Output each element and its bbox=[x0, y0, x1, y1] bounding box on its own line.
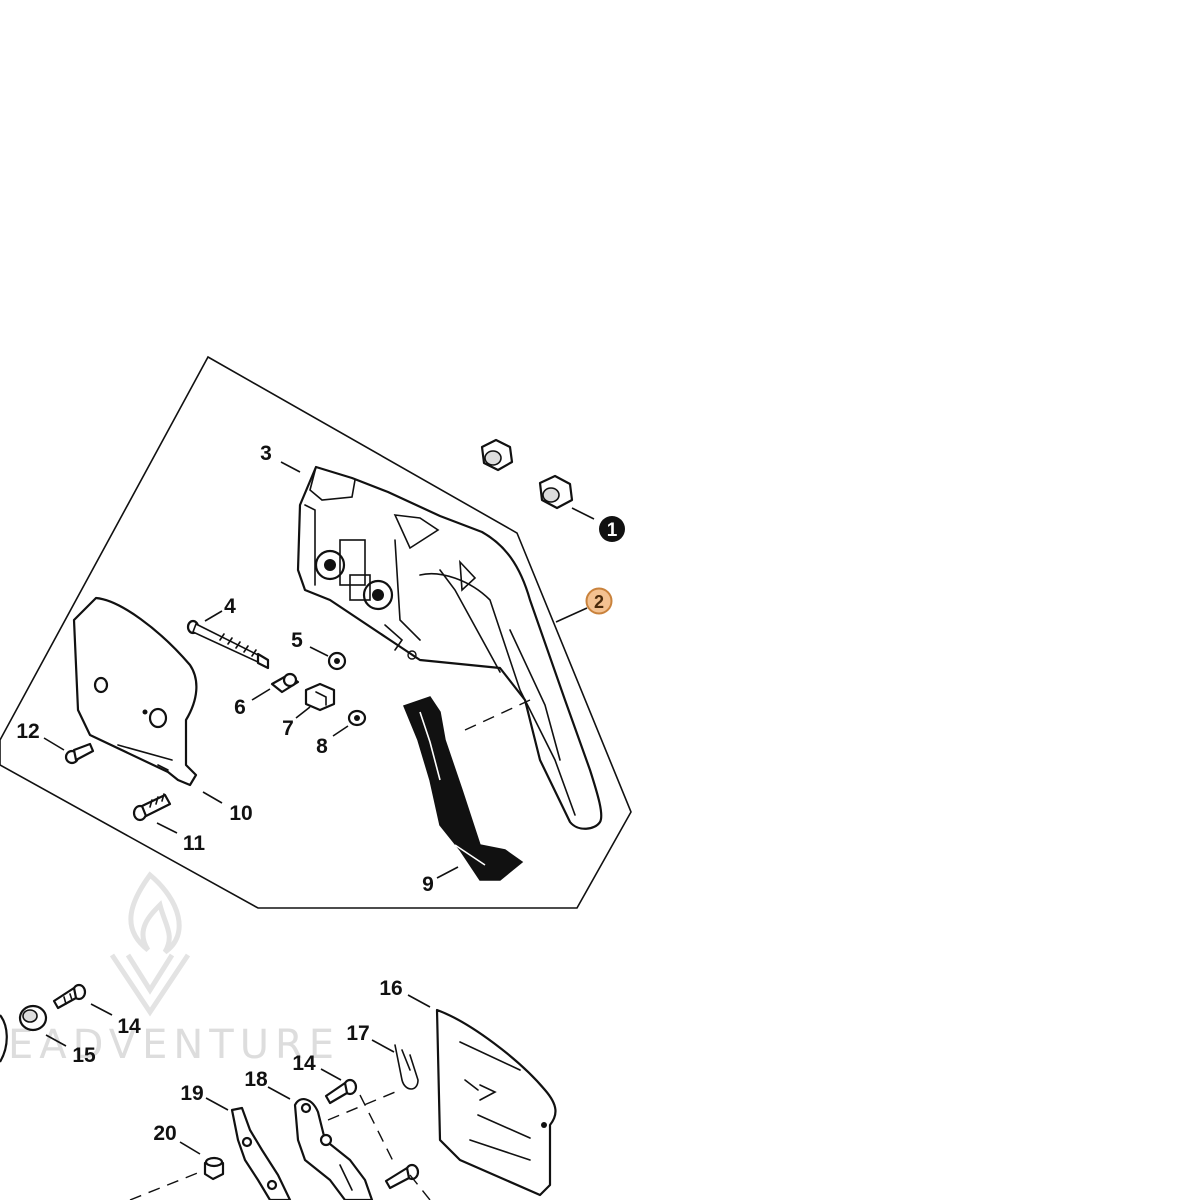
callout-part-3[interactable]: 3 bbox=[260, 442, 272, 465]
callout-part-1-label: 1 bbox=[607, 520, 618, 541]
leader-part-3 bbox=[280, 461, 301, 473]
assembly-outline bbox=[0, 355, 632, 909]
callout-part-2[interactable] bbox=[585, 587, 613, 615]
leader-part-2 bbox=[555, 607, 588, 623]
screw-part-11 bbox=[132, 793, 172, 822]
leader-part-5 bbox=[309, 646, 329, 657]
lever-part-19 bbox=[230, 1106, 292, 1200]
leader-part-6 bbox=[251, 688, 271, 701]
callout-part-12[interactable]: 12 bbox=[16, 720, 39, 743]
callout-part-14-middle[interactable]: 14 bbox=[292, 1052, 316, 1075]
cover-plate-part-10 bbox=[72, 596, 198, 787]
leader-part-10 bbox=[202, 791, 223, 804]
screw-part-12 bbox=[64, 742, 95, 765]
callout-part-18[interactable]: 18 bbox=[244, 1068, 268, 1091]
callout-part-19[interactable]: 19 bbox=[180, 1082, 203, 1105]
tensioning-screw-part-4 bbox=[186, 619, 270, 670]
bushing-part-20 bbox=[203, 1156, 225, 1181]
callout-part-20[interactable]: 20 bbox=[153, 1122, 176, 1145]
watermark-logo bbox=[109, 871, 191, 1017]
leader-part-19 bbox=[205, 1097, 229, 1111]
washer-part-8 bbox=[347, 709, 367, 727]
leader-part-20 bbox=[179, 1141, 201, 1155]
chain-catcher-part-9 bbox=[403, 696, 524, 881]
callout-part-1[interactable] bbox=[599, 516, 625, 542]
leader-part-12 bbox=[43, 737, 65, 751]
dashed-line-lower-3 bbox=[409, 1174, 431, 1200]
leader-part-7 bbox=[295, 706, 311, 719]
screw-part-14-middle bbox=[324, 1078, 358, 1105]
thrust-nut-part-5 bbox=[327, 651, 347, 671]
callout-part-5[interactable]: 5 bbox=[291, 629, 303, 652]
callout-part-17[interactable]: 17 bbox=[346, 1022, 369, 1045]
dashed-line-lower-4 bbox=[129, 1169, 206, 1200]
leader-part-1 bbox=[571, 507, 595, 520]
leader-part-11 bbox=[156, 822, 178, 834]
sprocket-cover-part-3 bbox=[296, 465, 603, 830]
callout-part-15[interactable]: 15 bbox=[72, 1044, 96, 1067]
dashed-line-lower-2 bbox=[359, 1094, 396, 1166]
callout-part-6[interactable]: 6 bbox=[234, 696, 246, 719]
callout-part-14-left[interactable]: 14 bbox=[117, 1015, 141, 1038]
leader-part-15 bbox=[45, 1034, 67, 1047]
bracket-part-7 bbox=[304, 682, 336, 712]
nut-part-1 bbox=[480, 438, 574, 510]
leader-part-8 bbox=[332, 725, 349, 737]
edge-part-lower-left bbox=[0, 1014, 8, 1063]
leader-part-4 bbox=[204, 610, 223, 622]
bushing-part-15 bbox=[18, 1004, 48, 1032]
watermark-text: EADVENTURE bbox=[8, 1022, 340, 1068]
callout-part-16[interactable]: 16 bbox=[379, 977, 402, 1000]
leader-part-14-middle bbox=[320, 1068, 342, 1081]
callout-part-11[interactable]: 11 bbox=[183, 832, 206, 855]
plate-part-18 bbox=[293, 1098, 374, 1200]
leader-part-9 bbox=[436, 866, 459, 879]
dashed-line-lower-1 bbox=[327, 1089, 401, 1121]
spring-clip-part-17 bbox=[394, 1044, 419, 1090]
tension-slide-part-6 bbox=[270, 672, 300, 694]
leader-part-16 bbox=[407, 994, 431, 1008]
callout-part-10[interactable]: 10 bbox=[229, 802, 252, 825]
leader-part-14-left bbox=[90, 1003, 113, 1016]
dashed-line-part-9 bbox=[464, 699, 531, 731]
callout-part-2-label: 2 bbox=[594, 592, 604, 612]
callout-part-4[interactable]: 4 bbox=[224, 595, 236, 618]
leader-part-17 bbox=[371, 1039, 395, 1053]
screw-part-14-left bbox=[52, 983, 87, 1010]
leader-part-18 bbox=[267, 1086, 291, 1100]
callout-part-8[interactable]: 8 bbox=[316, 735, 328, 758]
callout-part-7[interactable]: 7 bbox=[282, 717, 294, 740]
callout-part-9[interactable]: 9 bbox=[422, 873, 434, 896]
guide-plate-part-16 bbox=[435, 1008, 557, 1197]
screw-lower-bottom bbox=[384, 1163, 420, 1190]
